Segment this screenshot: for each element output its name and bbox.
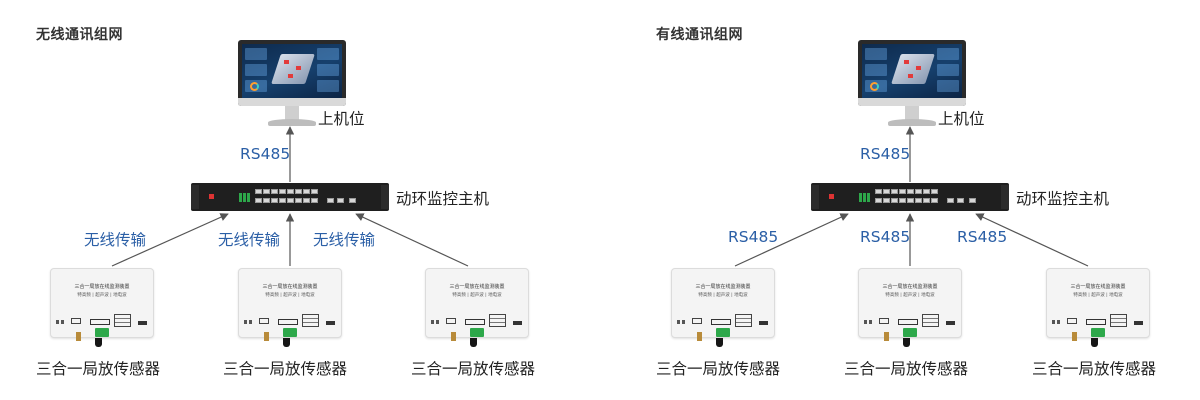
host-label-wired: 动环监控主机	[1016, 190, 1110, 208]
sensor-label-wired-2: 三合一局放传感器	[844, 360, 969, 378]
pc-label-wired: 上机位	[938, 110, 985, 128]
pc-monitor-wireless	[238, 40, 346, 128]
sensor-device-subtitle: 特高频 | 超声波 | 地电波	[265, 293, 315, 298]
link-label-wired-1: RS485	[728, 228, 779, 246]
link-label-wireless-1: 无线传输	[84, 231, 147, 249]
arrow-sensor-3-to-host-wireless	[355, 213, 469, 267]
link-label-wired-3: RS485	[957, 228, 1008, 246]
sensor-device-wireless-1: 三合一局放在线监测装置 特高频 | 超声波 | 地电波	[50, 268, 154, 347]
sensor-label-wireless-2: 三合一局放传感器	[223, 360, 348, 378]
monitoring-host-wireless	[191, 183, 389, 211]
sensor-label-wired-1: 三合一局放传感器	[656, 360, 781, 378]
sensor-device-title: 三合一局放在线监测装置	[1070, 284, 1126, 290]
uplink-label-wired: RS485	[860, 145, 911, 163]
arrow-sensor-1-to-host-wireless	[111, 213, 229, 267]
sensor-device-subtitle: 特高频 | 超声波 | 地电波	[1073, 293, 1123, 298]
uplink-label-wireless: RS485	[240, 145, 291, 163]
sensor-device-wired-1: 三合一局放在线监测装置 特高频 | 超声波 | 地电波	[671, 268, 775, 347]
sensor-device-title: 三合一局放在线监测装置	[695, 284, 751, 290]
pc-label-wireless: 上机位	[318, 110, 365, 128]
link-label-wired-2: RS485	[860, 228, 911, 246]
host-label-wireless: 动环监控主机	[396, 190, 490, 208]
panel-title-wireless: 无线通讯组网	[36, 27, 123, 43]
pc-monitor-wired	[858, 40, 966, 128]
monitoring-host-wired	[811, 183, 1009, 211]
sensor-device-subtitle: 特高频 | 超声波 | 地电波	[698, 293, 748, 298]
sensor-device-wired-3: 三合一局放在线监测装置 特高频 | 超声波 | 地电波	[1046, 268, 1150, 347]
sensor-device-subtitle: 特高频 | 超声波 | 地电波	[885, 293, 935, 298]
sensor-label-wireless-1: 三合一局放传感器	[36, 360, 161, 378]
sensor-device-wireless-3: 三合一局放在线监测装置 特高频 | 超声波 | 地电波	[425, 268, 529, 347]
sensor-device-title: 三合一局放在线监测装置	[74, 284, 130, 290]
panel-title-wired: 有线通讯组网	[656, 27, 743, 43]
arrow-sensor-1-to-host-wired	[734, 213, 849, 267]
sensor-device-title: 三合一局放在线监测装置	[449, 284, 505, 290]
sensor-label-wireless-3: 三合一局放传感器	[411, 360, 536, 378]
link-label-wireless-3: 无线传输	[313, 231, 376, 249]
sensor-device-subtitle: 特高频 | 超声波 | 地电波	[77, 293, 127, 298]
sensor-device-wireless-2: 三合一局放在线监测装置 特高频 | 超声波 | 地电波	[238, 268, 342, 347]
arrow-sensor-3-to-host-wired	[975, 213, 1089, 267]
sensor-device-subtitle: 特高频 | 超声波 | 地电波	[452, 293, 502, 298]
link-label-wireless-2: 无线传输	[218, 231, 281, 249]
sensor-device-title: 三合一局放在线监测装置	[262, 284, 318, 290]
sensor-device-wired-2: 三合一局放在线监测装置 特高频 | 超声波 | 地电波	[858, 268, 962, 347]
sensor-device-title: 三合一局放在线监测装置	[882, 284, 938, 290]
sensor-label-wired-3: 三合一局放传感器	[1032, 360, 1157, 378]
